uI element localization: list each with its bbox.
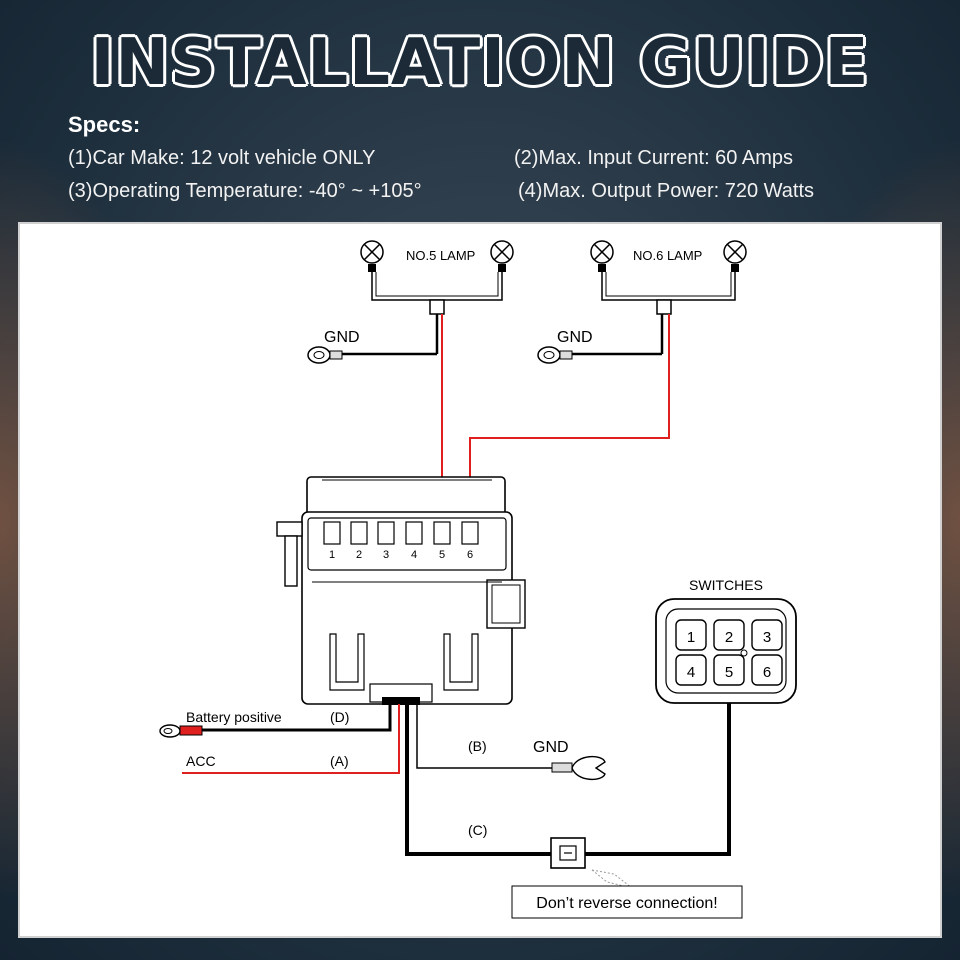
lamp-6-label: NO.6 LAMP xyxy=(633,248,702,263)
svg-text:6: 6 xyxy=(763,664,771,681)
wiring-diagram-panel: NO.5 LAMP GND xyxy=(18,222,942,938)
specs-heading: Specs: xyxy=(68,112,141,137)
battery-positive-label: Battery positive xyxy=(186,709,282,725)
terminal-label: 6 xyxy=(467,549,473,561)
warning-text: Don’t reverse connection! xyxy=(536,895,717,912)
ring-terminal-icon xyxy=(307,346,343,364)
ring-terminal-icon xyxy=(537,346,573,364)
lamp-5-group: NO.5 LAMP GND xyxy=(307,240,514,514)
terminal-row: 1 2 3 4 5 6 xyxy=(323,521,479,561)
battery-wire-d: Battery positive (D) xyxy=(159,704,392,738)
lamp-icon xyxy=(360,240,384,272)
wire-a-label: (A) xyxy=(330,753,349,769)
spec-car-make: (1)Car Make: 12 volt vehicle ONLY xyxy=(68,147,376,169)
wire-b-label: (B) xyxy=(468,738,487,754)
switch-button-6: 6 xyxy=(751,654,783,686)
wiring-diagram: NO.5 LAMP GND xyxy=(159,240,797,919)
terminal-label: 2 xyxy=(356,549,362,561)
spec-max-output-power: (4)Max. Output Power: 720 Watts xyxy=(518,180,815,202)
terminal-label: 3 xyxy=(383,549,389,561)
lamp-icon xyxy=(723,240,747,272)
svg-text:5: 5 xyxy=(725,664,733,681)
switch-button-3: 3 xyxy=(751,619,783,651)
switch-button-4: 4 xyxy=(675,654,707,686)
svg-text:1: 1 xyxy=(687,629,695,646)
mounting-bracket xyxy=(329,633,365,691)
terminal-label: 5 xyxy=(439,549,445,561)
page-title: INSTALLATION GUIDE xyxy=(90,26,870,100)
gnd-label-box: GND xyxy=(533,739,569,756)
lamp-6-group: NO.6 LAMP GND xyxy=(469,240,747,514)
mounting-bracket xyxy=(443,633,479,691)
wire-d-label: (D) xyxy=(330,709,349,725)
terminal-label: 4 xyxy=(411,549,417,561)
switch-panel: SWITCHES 1 2 3 4 5 xyxy=(655,577,797,704)
lamp-5-label: NO.5 LAMP xyxy=(406,248,475,263)
warning-callout: Don’t reverse connection! xyxy=(511,869,743,919)
lamp-icon xyxy=(490,240,514,272)
wire-c-label: (C) xyxy=(468,822,487,838)
switch-cable-c: (C) xyxy=(405,703,731,869)
acc-wire-a: ACC (A) xyxy=(182,704,400,774)
spec-max-input-current: (2)Max. Input Current: 60 Amps xyxy=(514,147,794,169)
switch-button-1: 1 xyxy=(675,619,707,651)
gnd-label-lamp6: GND xyxy=(557,329,593,346)
control-box: 1 2 3 4 5 6 xyxy=(276,476,526,705)
ground-wire-b: (B) GND xyxy=(416,704,606,781)
acc-label: ACC xyxy=(186,753,216,769)
specs-section: Specs: xyxy=(68,112,140,146)
svg-text:4: 4 xyxy=(687,664,695,681)
terminal-label: 1 xyxy=(329,549,335,561)
switch-button-2: 2 xyxy=(713,619,745,651)
gnd-label-lamp5: GND xyxy=(324,329,360,346)
svg-text:2: 2 xyxy=(725,629,733,646)
switches-label: SWITCHES xyxy=(689,577,763,593)
switch-button-5: 5 xyxy=(713,654,745,686)
lamp-icon xyxy=(590,240,614,272)
spec-operating-temperature: (3)Operating Temperature: -40° ~ +105° xyxy=(68,180,422,202)
svg-text:3: 3 xyxy=(763,629,771,646)
